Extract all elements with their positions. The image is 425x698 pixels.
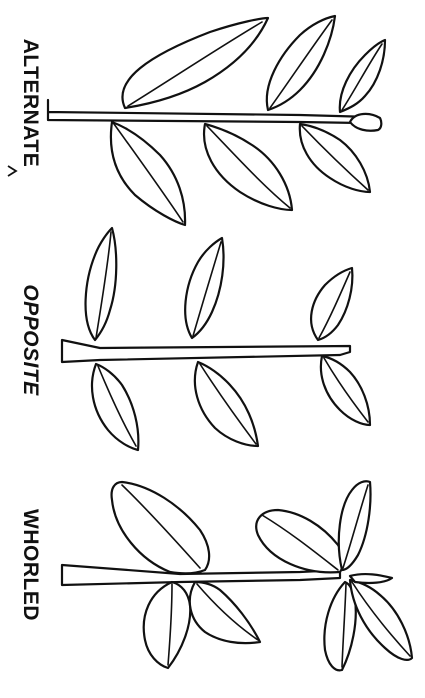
alternate-stem	[48, 100, 372, 123]
opposite-stem	[62, 340, 350, 362]
alternate-bud	[350, 114, 381, 131]
whorled-bud	[350, 574, 392, 583]
whorled-branch	[62, 481, 412, 670]
opposite-branch	[62, 228, 370, 450]
whorled-leaf-6	[324, 582, 355, 670]
alternate-branch	[48, 16, 385, 225]
opposite-leaf-1	[86, 228, 117, 340]
whorled-leaf-1	[112, 482, 210, 573]
whorled-leaf-2	[144, 582, 191, 668]
